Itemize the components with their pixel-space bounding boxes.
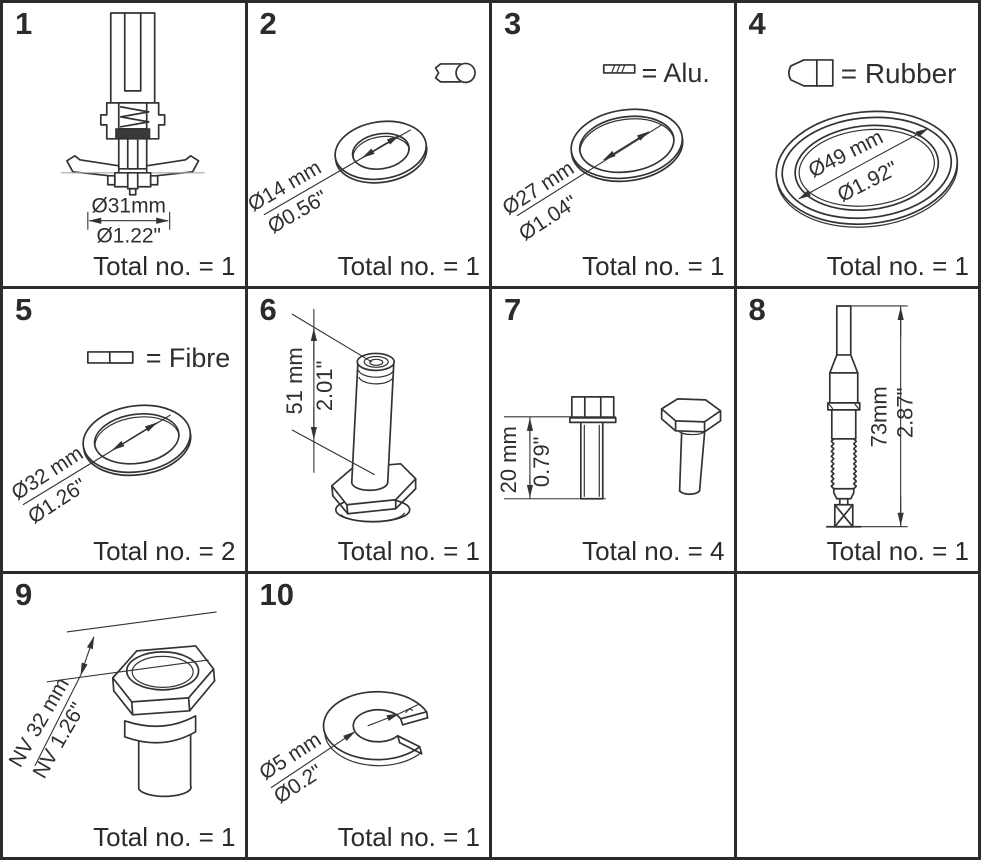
material-legend-label: = Alu. xyxy=(642,58,710,88)
bolt-3d-view xyxy=(660,397,722,495)
cell-number: 1 xyxy=(15,6,33,41)
horseshoe-washer-drawing: Ø5 mm Ø0.2" xyxy=(255,691,428,809)
total-count-label: Total no. = 1 xyxy=(826,250,969,281)
cell-empty-1 xyxy=(492,574,734,857)
cell-1: Ø31mm Ø1.22" 1 Total no. = 1 xyxy=(3,3,245,286)
alu-gasket-drawing: = Alu. Ø27 mm Ø1.04" xyxy=(498,58,710,246)
dimension: Ø31mm Ø1.22" xyxy=(87,195,171,248)
dim-metric-label: Ø31mm xyxy=(91,195,165,218)
cell-number: 2 xyxy=(259,6,277,41)
washer-drawing: Ø14 mm Ø0.56" xyxy=(248,62,476,238)
armature-pin-drawing: 51 mm 2.01" xyxy=(281,308,417,523)
cell-number: 8 xyxy=(748,291,766,327)
total-count-label: Total no. = 1 xyxy=(582,250,725,281)
cell-10: Ø5 mm Ø0.2" 10 Total no. = 1 xyxy=(247,574,489,857)
total-count-label: Total no. = 1 xyxy=(337,821,480,852)
dim-imperial-label: 0.79" xyxy=(529,436,554,487)
cell-empty-2 xyxy=(736,574,978,857)
alu-section-icon xyxy=(602,64,636,74)
cell-6: 51 mm 2.01" 6 Total no. = 1 xyxy=(247,288,489,572)
dim-metric-label: 73mm xyxy=(866,386,891,447)
material-legend-label: = Rubber xyxy=(840,58,956,89)
washer-section-icon xyxy=(434,62,476,84)
fibre-section-icon xyxy=(86,350,134,364)
cell-9: NV 32 mm NV 1.26" 9 Total no. = 1 xyxy=(3,574,245,857)
total-count-label: Total no. = 1 xyxy=(337,250,480,281)
cell-number: 5 xyxy=(15,291,33,327)
valve-cross-section-drawing: Ø31mm Ø1.22" xyxy=(60,12,205,248)
rubber-section-icon xyxy=(787,59,834,87)
o-ring xyxy=(774,110,958,228)
cell-8: 73mm 2.87" 8 Total no. = 1 xyxy=(736,288,978,572)
cell-3: = Alu. Ø27 mm Ø1.04" 3 Total no. = 1 xyxy=(492,3,734,286)
dim-imperial-label: 2.01" xyxy=(311,360,336,411)
cell-4: = Rubber Ø49 mm Ø1.92" 4 Total no. = 1 xyxy=(736,3,978,286)
dim-metric-label: 20 mm xyxy=(496,426,521,493)
horseshoe-washer xyxy=(322,691,428,767)
cell-5: = Fibre Ø32 mm Ø1.26" 5 Total no. = 2 xyxy=(3,288,245,572)
cell-7: 20 mm 0.79" 7 Total no. = 4 xyxy=(492,288,734,572)
total-count-label: Total no. = 1 xyxy=(337,536,480,567)
dimension: 73mm 2.87" xyxy=(850,305,917,527)
material-legend-label: = Fibre xyxy=(146,343,231,373)
cell-number: 7 xyxy=(504,291,522,327)
spindle xyxy=(825,304,862,528)
cell-number: 9 xyxy=(15,577,33,613)
hex-plug xyxy=(111,645,216,798)
washer xyxy=(333,120,428,184)
dim-imperial-label: Ø1.22" xyxy=(96,225,161,248)
spring xyxy=(119,106,150,128)
armature-pin xyxy=(330,352,417,523)
valve-body xyxy=(60,12,205,196)
dimension: 20 mm 0.79" xyxy=(496,415,616,499)
total-count-label: Total no. = 2 xyxy=(93,536,236,567)
hex-plug-drawing: NV 32 mm NV 1.26" xyxy=(5,611,217,798)
o-ring-drawing: = Rubber Ø49 mm Ø1.92" xyxy=(774,58,958,228)
spindle-drawing: 73mm 2.87" xyxy=(825,304,917,528)
dimension: Ø49 mm Ø1.92" xyxy=(797,126,928,207)
cell-number: 4 xyxy=(748,6,766,41)
dim-imperial-label: 2.87" xyxy=(892,387,917,438)
bolt-front-view xyxy=(568,395,617,500)
dim-metric-label: 51 mm xyxy=(281,347,306,414)
total-count-label: Total no. = 1 xyxy=(93,250,236,281)
fibre-gasket-drawing: = Fibre Ø32 mm Ø1.26" xyxy=(7,343,231,529)
total-count-label: Total no. = 4 xyxy=(582,536,725,567)
cell-2: Ø14 mm Ø0.56" 2 Total no. = 1 xyxy=(247,3,489,286)
dimension: 51 mm 2.01" xyxy=(281,308,375,475)
cell-number: 10 xyxy=(259,577,294,613)
cell-number: 3 xyxy=(504,6,522,41)
total-count-label: Total no. = 1 xyxy=(826,536,969,567)
bolts-drawing: 20 mm 0.79" xyxy=(496,395,722,500)
gasket xyxy=(82,404,192,476)
cell-number: 6 xyxy=(259,291,277,327)
total-count-label: Total no. = 1 xyxy=(93,821,236,852)
